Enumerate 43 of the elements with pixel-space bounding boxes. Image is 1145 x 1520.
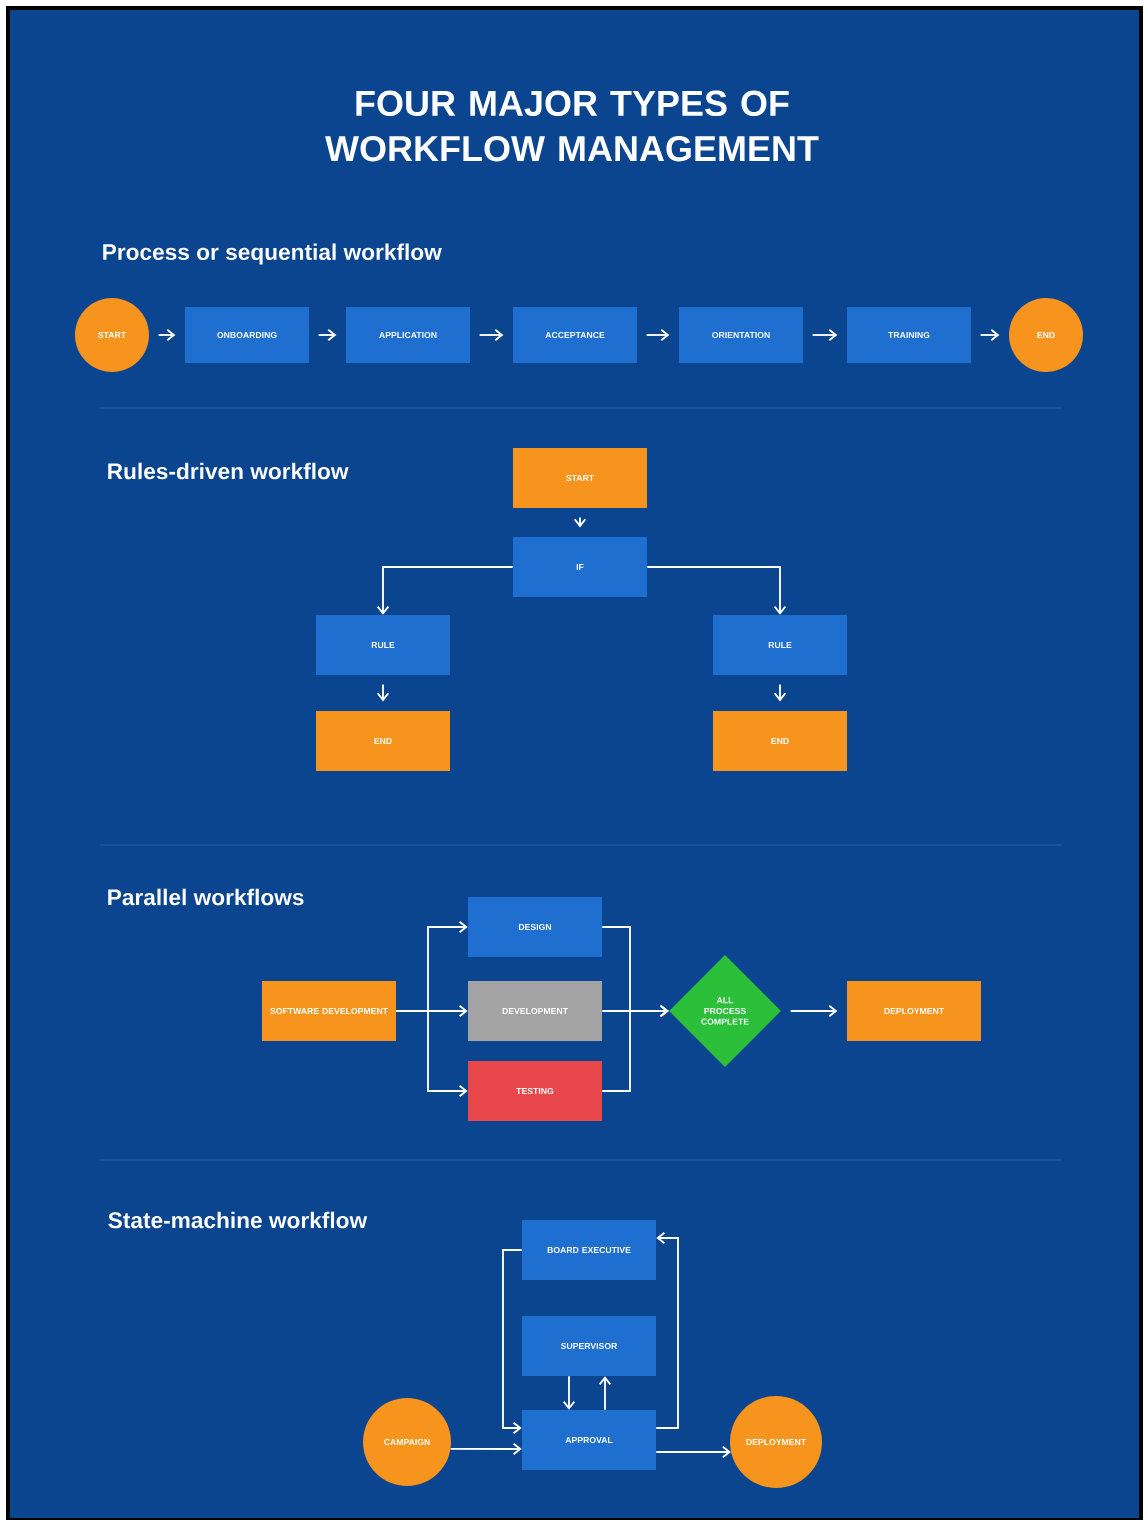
arrow xyxy=(502,1249,523,1435)
process-box: APPLICATION xyxy=(346,307,470,363)
arrow xyxy=(157,328,176,342)
process-box: START xyxy=(513,448,647,508)
process-box: TESTING xyxy=(468,1061,602,1121)
arrow xyxy=(395,1010,468,1098)
arrow xyxy=(655,1445,731,1459)
process-box: DEVELOPMENT xyxy=(468,981,602,1041)
process-box: ACCEPTANCE xyxy=(513,307,637,363)
title: FOUR MAJOR TYPES OF WORKFLOW MANAGEMENT xyxy=(325,90,819,162)
process-box: RULE xyxy=(316,615,450,675)
section-heading: State-machine workflow xyxy=(108,1211,368,1229)
arrow xyxy=(449,1442,522,1456)
arrow xyxy=(598,1376,612,1411)
process-box: ORIENTATION xyxy=(679,307,803,363)
arrow xyxy=(646,566,787,615)
process-box: END xyxy=(713,711,847,771)
arrow xyxy=(317,328,337,342)
process-box: DEPLOYMENT xyxy=(847,981,981,1041)
arrow xyxy=(601,1004,669,1092)
arrow xyxy=(979,328,1000,342)
arrow xyxy=(811,328,838,342)
arrow xyxy=(478,328,504,342)
arrow xyxy=(562,1375,576,1410)
process-box: BOARD EXECUTIVE xyxy=(522,1220,656,1280)
arrow xyxy=(773,683,787,702)
process-box: SUPERVISOR xyxy=(522,1316,656,1376)
arrow xyxy=(789,1004,838,1018)
section-heading: Process or sequential workflow xyxy=(103,243,442,265)
arrow xyxy=(655,1231,679,1429)
section-heading: Parallel workflows xyxy=(108,888,304,906)
arrow xyxy=(645,328,670,342)
process-box: END xyxy=(316,711,450,771)
arrow xyxy=(376,566,514,615)
process-box: ONBOARDING xyxy=(185,307,309,363)
process-box: APPROVAL xyxy=(522,1410,656,1470)
process-box: SOFTWARE DEVELOPMENT xyxy=(262,981,396,1041)
process-box: RULE xyxy=(713,615,847,675)
section-heading: Rules-driven workflow xyxy=(108,462,349,480)
process-box: DESIGN xyxy=(468,897,602,957)
process-box: TRAINING xyxy=(847,307,971,363)
arrow xyxy=(376,683,390,702)
process-box: IF xyxy=(513,537,647,597)
